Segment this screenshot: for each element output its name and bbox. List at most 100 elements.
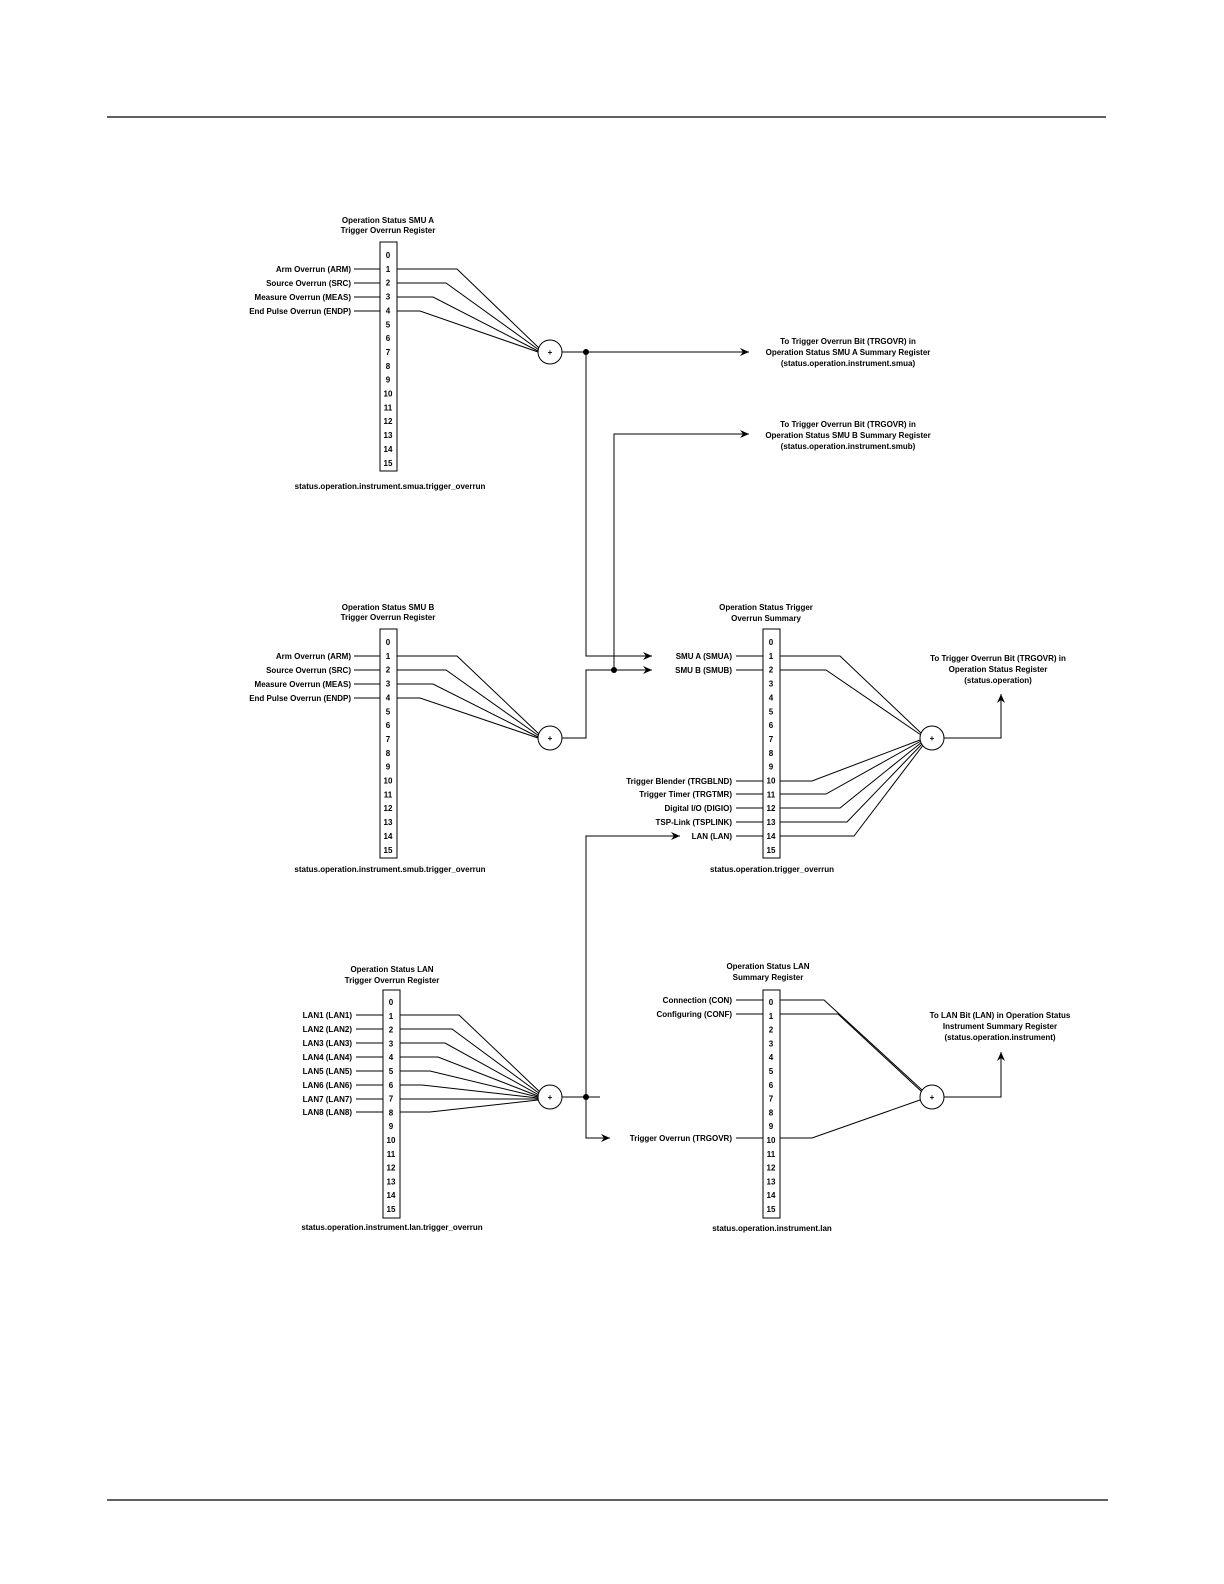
or-gate-lan-summary-symbol: + (930, 1093, 935, 1102)
register-smub-caption: status.operation.instrument.smub.trigger… (294, 865, 485, 874)
register-smub-title-2: Trigger Overrun Register (341, 613, 436, 622)
trig-input-tsplink: TSP-Link (TSPLINK) (656, 818, 733, 827)
register-smub-title-1: Operation Status SMU B (342, 603, 435, 612)
lan-input-2: LAN2 (LAN2) (303, 1025, 353, 1034)
lantrig-bit-label: 0 (389, 998, 394, 1007)
lantrig-bit-label: 3 (389, 1039, 394, 1048)
smua-bit-label: 0 (386, 251, 391, 260)
output-smua-line-3: (status.operation.instrument.smua) (781, 359, 916, 368)
smua-bit-label: 15 (384, 459, 393, 468)
output-operation-line-3: (status.operation) (964, 676, 1032, 685)
register-trig-summary-title-2: Overrun Summary (731, 614, 801, 623)
smub-bit-label: 2 (386, 666, 391, 675)
output-instrument: To LAN Bit (LAN) in Operation Status Ins… (930, 1011, 1071, 1042)
register-smua-title-1: Operation Status SMU A (342, 216, 434, 225)
lantrig-bit-label: 4 (389, 1053, 394, 1062)
lansum-bit-label: 11 (767, 1150, 776, 1159)
smua-bit-label: 13 (384, 431, 393, 440)
smub-bit-label: 3 (386, 680, 391, 689)
lansum-bit-label: 10 (767, 1136, 776, 1145)
smub-bit-label: 10 (384, 777, 393, 786)
smua-bit-label: 5 (386, 320, 391, 329)
output-smua-line-1: To Trigger Overrun Bit (TRGOVR) in (780, 337, 916, 346)
register-lan-summary-title-1: Operation Status LAN (726, 962, 809, 971)
lantrig-bit-label: 1 (389, 1012, 394, 1021)
lan-input-3: LAN3 (LAN3) (303, 1039, 353, 1048)
smua-input-meas: Measure Overrun (MEAS) (255, 293, 352, 302)
register-trig-summary-title-1: Operation Status Trigger (719, 603, 813, 612)
lantrig-bit-label: 10 (387, 1136, 396, 1145)
smua-bit-label: 11 (384, 403, 393, 412)
output-operation-line-1: To Trigger Overrun Bit (TRGOVR) in (930, 654, 1066, 663)
output-smua-summary: To Trigger Overrun Bit (TRGOVR) in Opera… (766, 337, 931, 368)
lan-input-1: LAN1 (LAN1) (303, 1011, 353, 1020)
smub-bit-label: 5 (386, 707, 391, 716)
smua-bit-label: 12 (384, 417, 393, 426)
trig-bit-label: 4 (769, 693, 774, 702)
register-lan-summary: Operation Status LAN Summary Register 01… (630, 962, 945, 1233)
lantrig-bit-label: 9 (389, 1122, 394, 1131)
smub-input-meas: Measure Overrun (MEAS) (255, 680, 352, 689)
or-gate-smua-symbol: + (548, 348, 553, 357)
trig-bit-label: 14 (767, 832, 776, 841)
lansum-bit-label: 6 (769, 1081, 774, 1090)
lansum-bit-label: 3 (769, 1039, 774, 1048)
trig-bit-label: 5 (769, 707, 774, 716)
or-gate-trig-summary-symbol: + (930, 734, 935, 743)
register-smua: Operation Status SMU A Trigger Overrun R… (249, 216, 563, 491)
trig-bit-label: 2 (769, 666, 774, 675)
or-gate-smub-symbol: + (548, 734, 553, 743)
smua-input-src: Source Overrun (SRC) (266, 279, 351, 288)
smua-bit-label: 2 (386, 279, 391, 288)
trig-input-digio: Digital I/O (DIGIO) (664, 804, 732, 813)
trig-bit-label: 1 (769, 652, 774, 661)
lansum-bit-label: 8 (769, 1108, 774, 1117)
smua-bit-label: 4 (386, 306, 391, 315)
lan-input-6: LAN6 (LAN6) (303, 1081, 353, 1090)
smub-input-endp: End Pulse Overrun (ENDP) (249, 694, 351, 703)
lansum-bit-label: 15 (767, 1205, 776, 1214)
smua-bit-label: 1 (386, 265, 391, 274)
register-smub-box (379, 628, 398, 859)
register-smua-title-2: Trigger Overrun Register (341, 226, 436, 235)
lan-input-4: LAN4 (LAN4) (303, 1053, 353, 1062)
trig-bit-label: 3 (769, 680, 774, 689)
trig-bit-label: 0 (769, 638, 774, 647)
output-instrument-line-3: (status.operation.instrument) (944, 1033, 1055, 1042)
register-trig-summary-caption: status.operation.trigger_overrun (710, 865, 834, 874)
register-lan-trig-box (382, 989, 401, 1219)
register-trigger-summary: Operation Status Trigger Overrun Summary… (626, 603, 945, 874)
lansum-bit-label: 14 (767, 1191, 776, 1200)
lansum-bit-label: 2 (769, 1026, 774, 1035)
lansum-bit-label: 0 (769, 998, 774, 1007)
register-smua-box (379, 241, 398, 472)
lantrig-bit-label: 8 (389, 1108, 394, 1117)
smub-bit-label: 9 (386, 763, 391, 772)
or-gate-lan-trig-symbol: + (548, 1093, 553, 1102)
or-gate-smub (537, 725, 563, 751)
trig-bit-label: 15 (767, 846, 776, 855)
output-smub-line-1: To Trigger Overrun Bit (TRGOVR) in (780, 420, 916, 429)
smub-bit-label: 0 (386, 638, 391, 647)
output-instrument-line-1: To LAN Bit (LAN) in Operation Status (930, 1011, 1071, 1020)
output-smua-line-2: Operation Status SMU A Summary Register (766, 348, 931, 357)
lan-summary-input-conf: Configuring (CONF) (656, 1010, 732, 1019)
smub-bit-label: 11 (384, 790, 393, 799)
smub-bit-label: 8 (386, 749, 391, 758)
smub-input-arm: Arm Overrun (ARM) (276, 652, 351, 661)
smub-input-src: Source Overrun (SRC) (266, 666, 351, 675)
output-smub-line-2: Operation Status SMU B Summary Register (765, 431, 930, 440)
register-smub: Operation Status SMU B Trigger Overrun R… (249, 603, 563, 874)
trig-input-trgblnd: Trigger Blender (TRGBLND) (626, 777, 732, 786)
trig-input-smua: SMU A (SMUA) (676, 652, 733, 661)
lan-input-8: LAN8 (LAN8) (303, 1108, 353, 1117)
smua-input-arm: Arm Overrun (ARM) (276, 265, 351, 274)
smua-bit-label: 9 (386, 376, 391, 385)
trig-input-lan: LAN (LAN) (692, 832, 733, 841)
register-lan-trig-title-2: Trigger Overrun Register (345, 976, 440, 985)
